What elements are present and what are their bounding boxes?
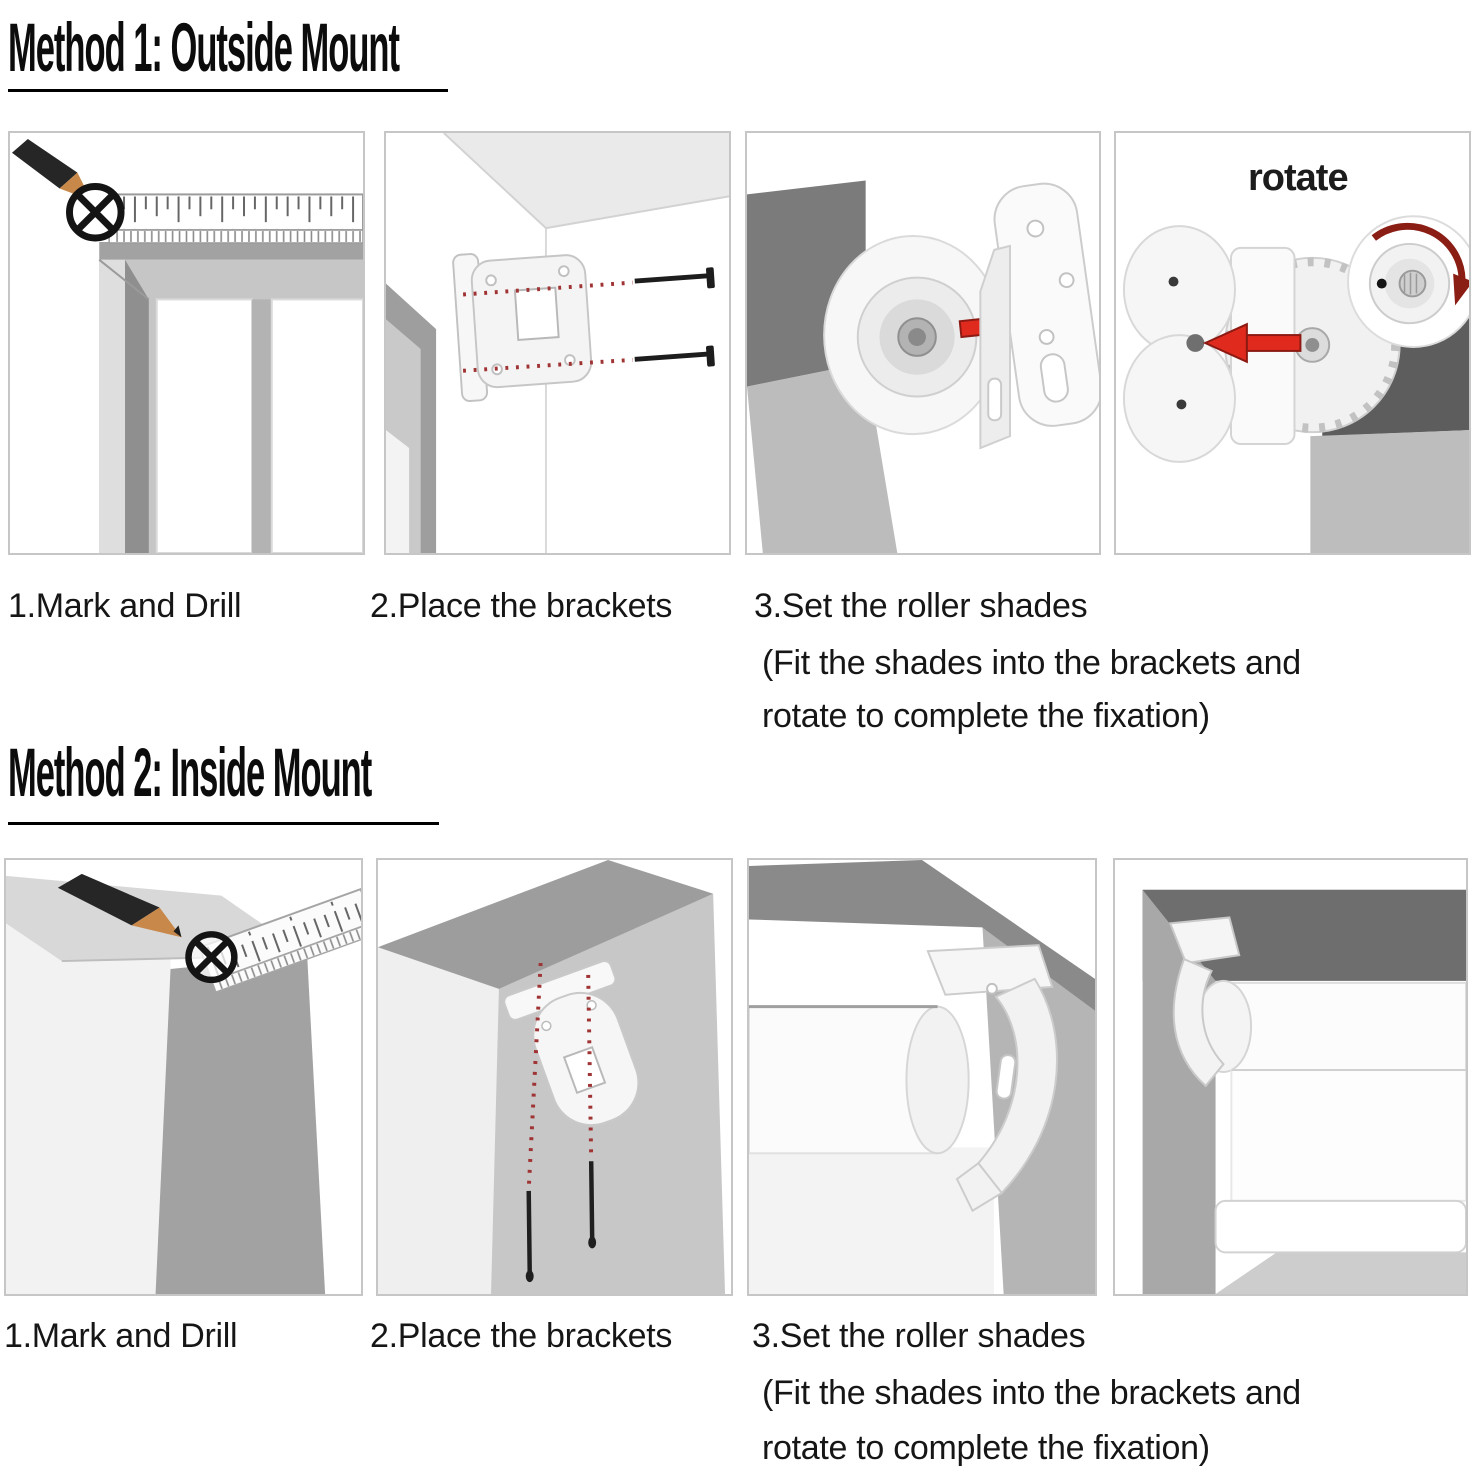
bracket [452,253,593,403]
method2-step1-caption: 1.Mark and Drill [4,1317,238,1355]
recess-ceiling-face [749,860,1095,1011]
window-sill [1215,1252,1466,1294]
method-2-title: Method 2: Inside Mount [8,738,372,807]
rotate-annotation: rotate [1248,157,1349,199]
screw-icon [634,267,715,367]
drill-mark-icon [185,931,238,984]
method2-step2-caption: 2.Place the brackets [370,1317,673,1355]
method-2-underline [8,822,439,825]
screw-guide-lines [526,962,594,1190]
drill-mark-icon [66,183,125,242]
window-frame-edge [386,283,437,553]
rotate-arrow-icon [1371,222,1466,280]
method1-step2-panel [384,131,731,555]
method1-step4-panel: rotate [1114,131,1471,555]
insert-arrow-icon [1202,322,1302,364]
bracket [1168,916,1241,1088]
bracket [979,182,1099,450]
window-frame [98,241,363,553]
recess-ceiling-face [378,860,714,989]
recess-left-face [378,947,499,1294]
ruler-icon [198,887,361,994]
rotate-inset [1347,215,1469,348]
screw-icon [525,1161,597,1283]
method-1-title-text: Method 1: Outside Mount [8,18,400,86]
method2-step2-panel [376,858,733,1296]
method1-step2-caption: 2.Place the brackets [370,587,673,625]
method2-step3-caption: 3.Set the roller shades [752,1317,1086,1355]
method-1-underline [8,89,448,92]
roller-shade [1194,979,1466,1254]
wall-light-block [1310,430,1469,553]
pencil-icon [57,873,182,938]
method-2-title-text: Method 2: Inside Mount [8,734,372,811]
instruction-sheet: Method 1: Outside Mount [0,18,1476,1481]
method2-step1-panel [4,858,363,1296]
window-recess-face [155,955,326,1294]
roller-shade-tube [749,1005,970,1155]
method2-step3-note-line2: rotate to complete the fixation) [762,1429,1210,1467]
method1-step3-note-line1: (Fit the shades into the brackets and [762,644,1301,682]
method1-step1-caption: 1.Mark and Drill [8,587,242,625]
method1-step1-panel [8,131,365,555]
screw-guide-lines [462,280,633,373]
method-1-title: Method 1: Outside Mount [8,18,400,82]
method1-step3-note-line2: rotate to complete the fixation) [762,697,1210,735]
method1-step3-caption: 3.Set the roller shades [754,587,1088,625]
method1-step3-panel [745,131,1101,555]
window-front-face [6,919,171,1294]
ruler-icon [108,193,363,244]
rotate-arrow-head [1453,273,1469,306]
method2-step3-note-line1: (Fit the shades into the brackets and [762,1374,1301,1412]
bracket [926,944,1058,1213]
window-front-face [749,1147,994,1294]
method2-step4-panel [1113,858,1468,1296]
roller-shade-endcap [823,235,1004,436]
method2-step3-panel [747,858,1097,1296]
